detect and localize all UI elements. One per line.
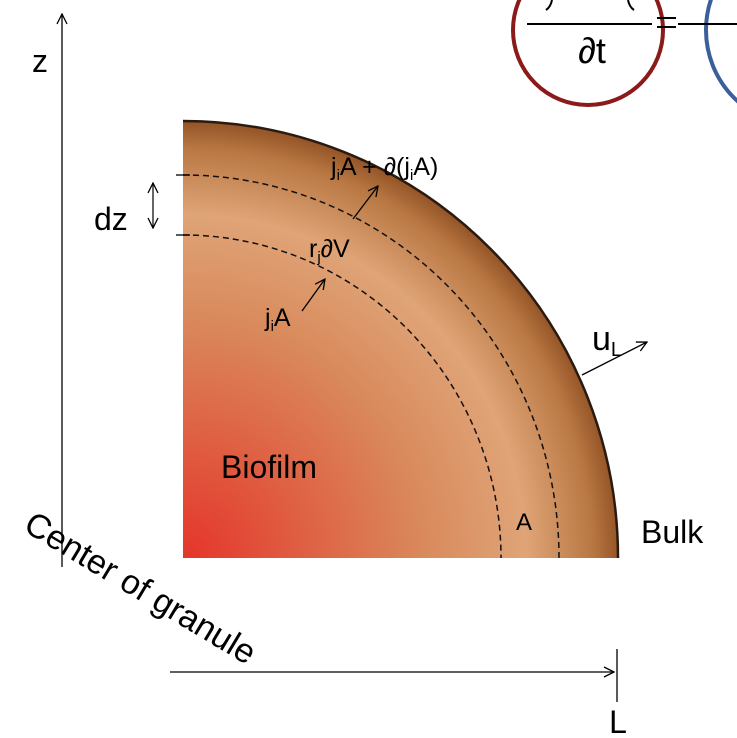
- z-axis-label: z: [32, 43, 48, 79]
- equation-circle-right: [704, 0, 737, 104]
- reaction-label: rj∂V: [309, 235, 350, 266]
- flux-in-label: jiA: [264, 304, 291, 335]
- bulk-label: Bulk: [641, 514, 704, 550]
- equation-numerator-fragment: [545, 0, 635, 11]
- equation-circle-left: [511, 0, 665, 107]
- velocity-arrow: [581, 342, 647, 376]
- biofilm-label: Biofilm: [221, 449, 317, 485]
- dz-label: dz: [94, 201, 128, 237]
- flux-out-arrow: [352, 186, 378, 220]
- granule-outer-boundary: [182, 119, 620, 559]
- flux-in-arrow: [301, 279, 325, 312]
- equation-denominator: ∂t: [578, 30, 606, 71]
- shell-inner-dashed: [182, 234, 502, 559]
- flux-out-label: jiA + ∂(jiA): [330, 153, 438, 184]
- area-label: A: [516, 509, 532, 536]
- granule-quadrant: [183, 121, 618, 558]
- l-label: L: [609, 704, 627, 738]
- velocity-label: uL: [592, 320, 622, 361]
- equation-fragment: ∂t: [511, 0, 737, 107]
